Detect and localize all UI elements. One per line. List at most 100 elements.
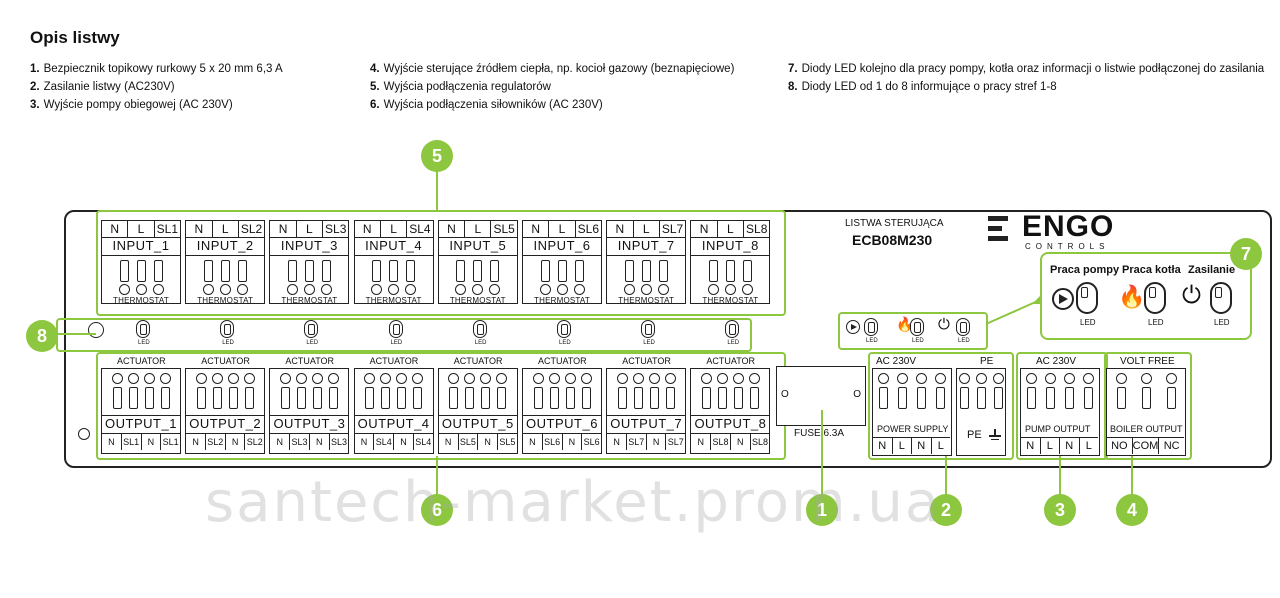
pin-label: SL4 — [415, 437, 432, 447]
terminal-pin — [371, 260, 383, 295]
pin-label: N — [523, 221, 550, 237]
output-name: OUTPUT_1 — [102, 415, 180, 434]
marker-2: 2 — [930, 494, 962, 526]
terminal-pin — [1026, 373, 1037, 409]
pin-label: N — [563, 434, 583, 450]
pin-label: SL6 — [583, 437, 600, 447]
pin-label: N — [1021, 438, 1041, 454]
description-number: 6. — [370, 99, 380, 111]
terminal-pin — [320, 260, 332, 295]
marker-5: 5 — [421, 140, 453, 172]
pin-label: L — [718, 221, 745, 237]
power-icon: ⏻ — [938, 316, 950, 333]
pin-label: L — [213, 221, 239, 237]
terminal-pin — [496, 373, 508, 409]
pin-label: SL1 — [122, 434, 142, 450]
brand-name: ENGO — [1022, 210, 1115, 243]
pe-terminal: PE — [956, 368, 1006, 456]
pin-label: L — [549, 221, 576, 237]
input-name: INPUT_2 — [186, 238, 265, 256]
pe-top-label: PE — [980, 356, 994, 367]
pump-output-label: PUMP OUTPUT — [1025, 424, 1091, 434]
terminal-pin — [143, 373, 155, 409]
marker-6: 6 — [421, 494, 453, 526]
input-sub-label: THERMOSTAT — [618, 296, 675, 305]
pin-label: N — [873, 438, 893, 454]
pin-label: L — [893, 438, 912, 454]
terminal-pin — [664, 373, 676, 409]
pin-label: SL6 — [543, 434, 563, 450]
description-item: 4.Wyjście sterujące źródłem ciepła, np. … — [370, 60, 734, 78]
terminal-pin — [732, 373, 744, 409]
description-number: 1. — [30, 63, 40, 75]
pump-top-label: AC 230V — [1036, 356, 1077, 367]
flame-icon: 🔥 — [1118, 284, 1146, 309]
power-icon: ⏻ — [1182, 282, 1201, 309]
output-name: OUTPUT_8 — [691, 415, 770, 434]
terminal-pin — [916, 373, 927, 409]
marker-8: 8 — [26, 320, 58, 352]
terminal-pin — [364, 373, 376, 409]
terminal-pin — [958, 373, 970, 409]
terminal-pin — [556, 260, 568, 295]
brand-logo-icon — [988, 216, 1008, 248]
model-label: ECB08M230 — [852, 232, 933, 248]
pin-label: N — [355, 434, 375, 450]
actuator-label: ACTUATOR — [622, 356, 671, 366]
fuse-label: FUSE 6.3A — [794, 428, 845, 439]
boiler-frame — [1104, 352, 1192, 460]
pin-label: SL7 — [667, 437, 684, 447]
terminal-pin — [580, 373, 592, 409]
led-label: LED — [138, 340, 150, 346]
callout-power-label: Zasilanie — [1188, 264, 1236, 276]
pin-label: L — [1085, 440, 1092, 452]
input-sub-label: THERMOSTAT — [702, 296, 759, 305]
pin-label: SL1 — [162, 437, 179, 447]
terminal-pin — [741, 260, 753, 295]
description-text: Diody LED kolejno dla pracy pompy, kotła… — [801, 63, 1265, 75]
pin-label: N — [142, 434, 162, 450]
terminal-pin — [1115, 373, 1127, 409]
terminal-pin — [135, 260, 147, 295]
pin-label: N — [478, 434, 499, 450]
description-item: 2.Zasilanie listwy (AC230V) — [30, 78, 283, 96]
terminal-pin — [152, 260, 164, 295]
terminal-pin — [1064, 373, 1075, 409]
zone-led — [725, 320, 740, 338]
description-number: 8. — [788, 81, 798, 93]
led-label: LED — [1080, 318, 1096, 327]
terminal-pin — [1083, 373, 1094, 409]
power-supply-label: POWER SUPPLY — [877, 424, 949, 434]
pin-label: SL7 — [661, 222, 684, 236]
description-text: Wyjścia podłączenia regulatorów — [383, 81, 551, 93]
terminal-pin — [211, 373, 223, 409]
actuator-label: ACTUATOR — [453, 356, 503, 366]
terminal-pin — [623, 260, 635, 295]
terminal-pin — [159, 373, 171, 409]
description-text: Zasilanie listwy (AC230V) — [43, 81, 175, 93]
terminal-pin — [303, 260, 315, 295]
zone-led — [220, 320, 235, 338]
brand-subname: CONTROLS — [1025, 242, 1110, 251]
terminal-pin — [412, 373, 424, 409]
led-label: LED — [1214, 318, 1230, 327]
output-name: OUTPUT_7 — [607, 415, 686, 434]
actuator-label: ACTUATOR — [201, 356, 250, 366]
pin-label: N — [102, 221, 129, 237]
pin-label: SL5 — [493, 222, 515, 236]
pin-label: N — [912, 438, 932, 454]
terminal-pin — [1165, 373, 1177, 409]
input-sub-label: THERMOSTAT — [197, 296, 254, 305]
pump-led — [864, 318, 878, 336]
terminal-pin — [539, 260, 551, 295]
pin-label: SL2 — [206, 434, 226, 450]
led-label: LED — [1148, 318, 1164, 327]
description-item: 6.Wyjścia podłączenia siłowników (AC 230… — [370, 96, 734, 114]
